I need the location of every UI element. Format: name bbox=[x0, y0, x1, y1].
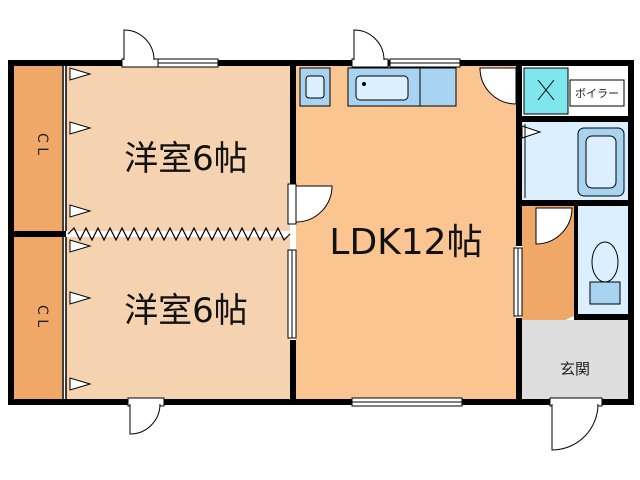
corridor-area bbox=[522, 206, 574, 340]
room-label-western-top: 洋室6帖 bbox=[124, 139, 248, 179]
western-room-bottom-area bbox=[66, 237, 290, 399]
accordion-partition bbox=[67, 226, 291, 242]
wall-bath-corridor bbox=[522, 200, 628, 206]
boiler-unit: ボイラー bbox=[523, 67, 625, 115]
room-label-entrance: 玄関 bbox=[560, 360, 590, 378]
wall-corridor-toilet bbox=[574, 206, 578, 314]
closet-door-top bbox=[62, 66, 67, 231]
wall-boiler-bath bbox=[522, 116, 628, 122]
wall-toilet-entrance bbox=[574, 314, 628, 320]
closet-bottom-area bbox=[14, 237, 62, 399]
boiler-label: ボイラー bbox=[575, 87, 619, 100]
wall-between-rooms bbox=[14, 231, 66, 237]
wall-rooms-ldk-bottom bbox=[290, 340, 296, 399]
closet-label-bottom: C L bbox=[34, 305, 50, 327]
bathtub-icon bbox=[577, 127, 625, 197]
closet-label-top: C L bbox=[34, 133, 50, 155]
door-swing-icon bbox=[287, 67, 573, 245]
outer-wall-right bbox=[628, 60, 634, 405]
outer-wall-left bbox=[8, 60, 14, 405]
fridge-icon bbox=[299, 67, 331, 107]
toilet-icon bbox=[589, 241, 621, 305]
closet-top-area bbox=[14, 66, 62, 231]
wall-rooms-ldk-top bbox=[290, 66, 296, 184]
outer-wall-top bbox=[8, 60, 634, 66]
room-label-western-bottom: 洋室6帖 bbox=[124, 291, 248, 331]
ldk-area bbox=[296, 66, 516, 399]
closet-arrow-icon bbox=[69, 67, 92, 391]
entrance-area bbox=[522, 320, 628, 399]
wall-ldk-wet-bottom bbox=[516, 318, 522, 399]
western-room-top-area bbox=[66, 66, 290, 231]
wall-ldk-wet-top bbox=[516, 66, 522, 246]
room-label-ldk: LDK12帖 bbox=[329, 222, 482, 263]
outer-wall-bottom bbox=[8, 399, 634, 405]
sink-icon bbox=[355, 75, 409, 101]
door-swing-icon bbox=[121, 29, 603, 451]
closet-door-bottom bbox=[62, 237, 67, 399]
window-icon bbox=[157, 58, 523, 407]
sliding-door-icon bbox=[521, 124, 542, 198]
